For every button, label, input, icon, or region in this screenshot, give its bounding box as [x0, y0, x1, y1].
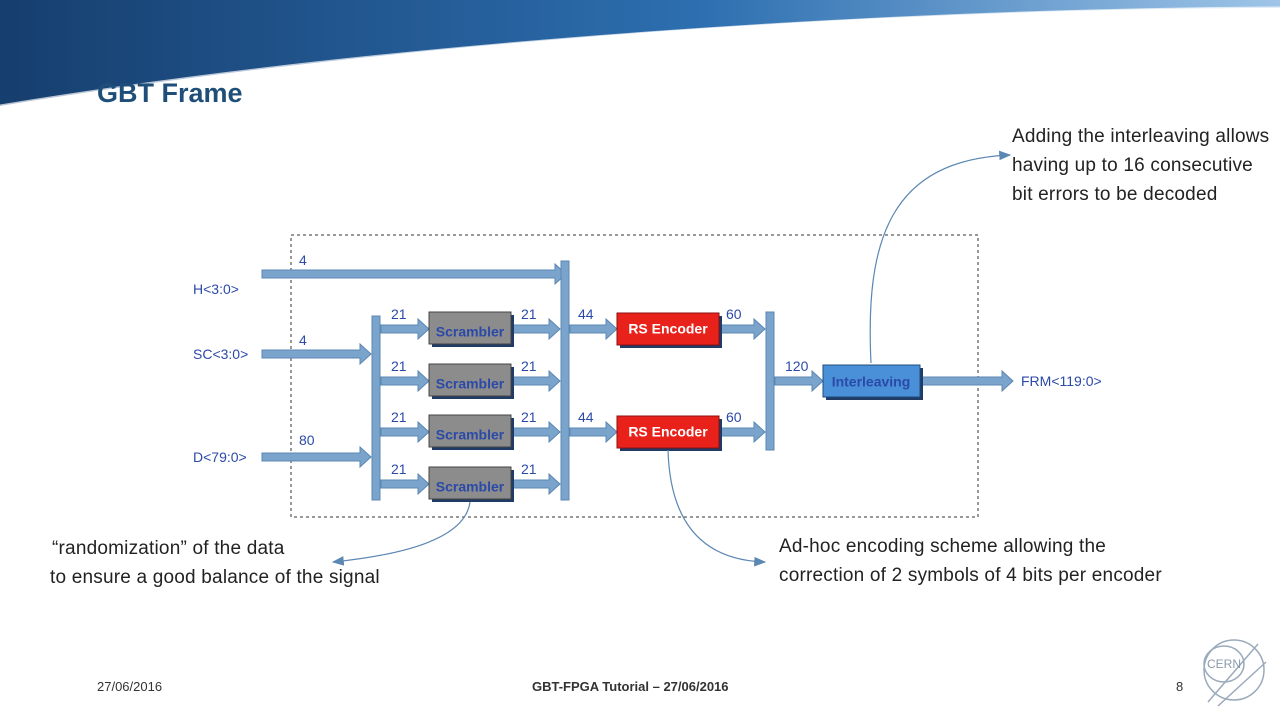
width-scr3-out: 21: [521, 409, 537, 425]
merge-bar: [560, 260, 570, 501]
scr1-out-arrow: [511, 317, 561, 341]
sc-bus-arrow: [261, 342, 372, 366]
scrambler-note-line1: “randomization” of the data: [52, 538, 285, 559]
scr2-in-arrow: [380, 369, 430, 393]
scr2-out-arrow: [511, 369, 561, 393]
scrambler-block: Scrambler: [428, 466, 514, 502]
collect-bar: [765, 311, 775, 451]
width-enc2-out: 60: [726, 409, 742, 425]
header-banner: [0, 0, 1280, 108]
callout-connectors: [331, 150, 1012, 567]
scr3-out-arrow: [511, 420, 561, 444]
scrambler-block: Scrambler: [428, 414, 514, 450]
input-d-name: D<79:0>: [193, 449, 247, 465]
h-bus-arrow: [261, 262, 567, 286]
interleaving-note: Adding the interleaving allows having up…: [1012, 126, 1270, 205]
width-scr1-out: 21: [521, 306, 537, 322]
width-scr3-in: 21: [391, 409, 407, 425]
width-scr2-in: 21: [391, 358, 407, 374]
scrambler-note: “randomization” of the data to ensure a …: [50, 534, 470, 592]
rs-note-line1: Ad-hoc encoding scheme allowing the: [779, 536, 1107, 557]
width-enc1-in: 44: [578, 306, 594, 322]
split-bar: [371, 315, 381, 501]
enc2-in-arrow: [569, 420, 618, 444]
width-scr2-out: 21: [521, 358, 537, 374]
page-number: 8: [1176, 679, 1184, 694]
slide-title: GBT Frame: [97, 78, 243, 108]
rs-encoder-block: RS Encoder: [616, 415, 722, 451]
scrambler-block: Scrambler: [428, 311, 514, 347]
bus-arrows: [261, 260, 1014, 501]
signal-names: H<3:0> SC<3:0> D<79:0> FRM<119:0>: [193, 281, 1102, 465]
scr1-in-arrow: [380, 317, 430, 341]
enc2-out-arrow: [719, 420, 766, 444]
scrambler-label: Scrambler: [436, 479, 505, 495]
input-h-name: H<3:0>: [193, 281, 239, 297]
width-scr1-in: 21: [391, 306, 407, 322]
rs-encoder-note: Ad-hoc encoding scheme allowing the corr…: [779, 532, 1249, 590]
bus-width-labels: 4 4 80 21 21 21 21 21 21 21 21 44 44 60 …: [299, 252, 809, 477]
scr4-out-arrow: [511, 472, 561, 496]
rs-callout-line: [667, 449, 767, 567]
enc1-out-arrow: [719, 317, 766, 341]
footer-date: 27/06/2016: [97, 679, 163, 694]
interleave-callout-line: [869, 150, 1012, 364]
rs-encoder-label: RS Encoder: [628, 424, 708, 440]
scrambler-note-line2: to ensure a good balance of the signal: [50, 567, 380, 588]
rs-note-line2: correction of 2 symbols of 4 bits per en…: [779, 565, 1162, 586]
interleaving-block: Interleaving: [822, 364, 923, 400]
width-scr4-out: 21: [521, 461, 537, 477]
width-interleaver-in: 120: [785, 358, 809, 374]
width-h: 4: [299, 252, 307, 268]
scrambler-label: Scrambler: [436, 427, 505, 443]
cern-logo: CERN: [1203, 639, 1267, 707]
scrambler-label: Scrambler: [436, 324, 505, 340]
footer-title: GBT-FPGA Tutorial – 27/06/2016: [532, 679, 729, 694]
scrambler-callout-line: [331, 501, 471, 566]
input-sc-name: SC<3:0>: [193, 346, 248, 362]
width-enc2-in: 44: [578, 409, 594, 425]
interleaving-label: Interleaving: [832, 374, 911, 390]
enc1-in-arrow: [569, 317, 618, 341]
frm-out-arrow: [919, 369, 1014, 393]
width-d: 80: [299, 432, 315, 448]
d-bus-arrow: [261, 445, 372, 469]
output-frm-name: FRM<119:0>: [1021, 373, 1102, 389]
width-scr4-in: 21: [391, 461, 407, 477]
rs-encoder-block: RS Encoder: [616, 312, 722, 348]
scr4-in-arrow: [380, 472, 430, 496]
rs-encoder-label: RS Encoder: [628, 321, 708, 337]
scr3-in-arrow: [380, 420, 430, 444]
width-enc1-out: 60: [726, 306, 742, 322]
width-sc: 4: [299, 332, 307, 348]
cern-logo-text: CERN: [1207, 657, 1241, 671]
diagram-boundary: [290, 234, 979, 518]
interleaver-in-arrow: [774, 369, 824, 393]
scrambler-label: Scrambler: [436, 376, 505, 392]
scrambler-block: Scrambler: [428, 363, 514, 399]
